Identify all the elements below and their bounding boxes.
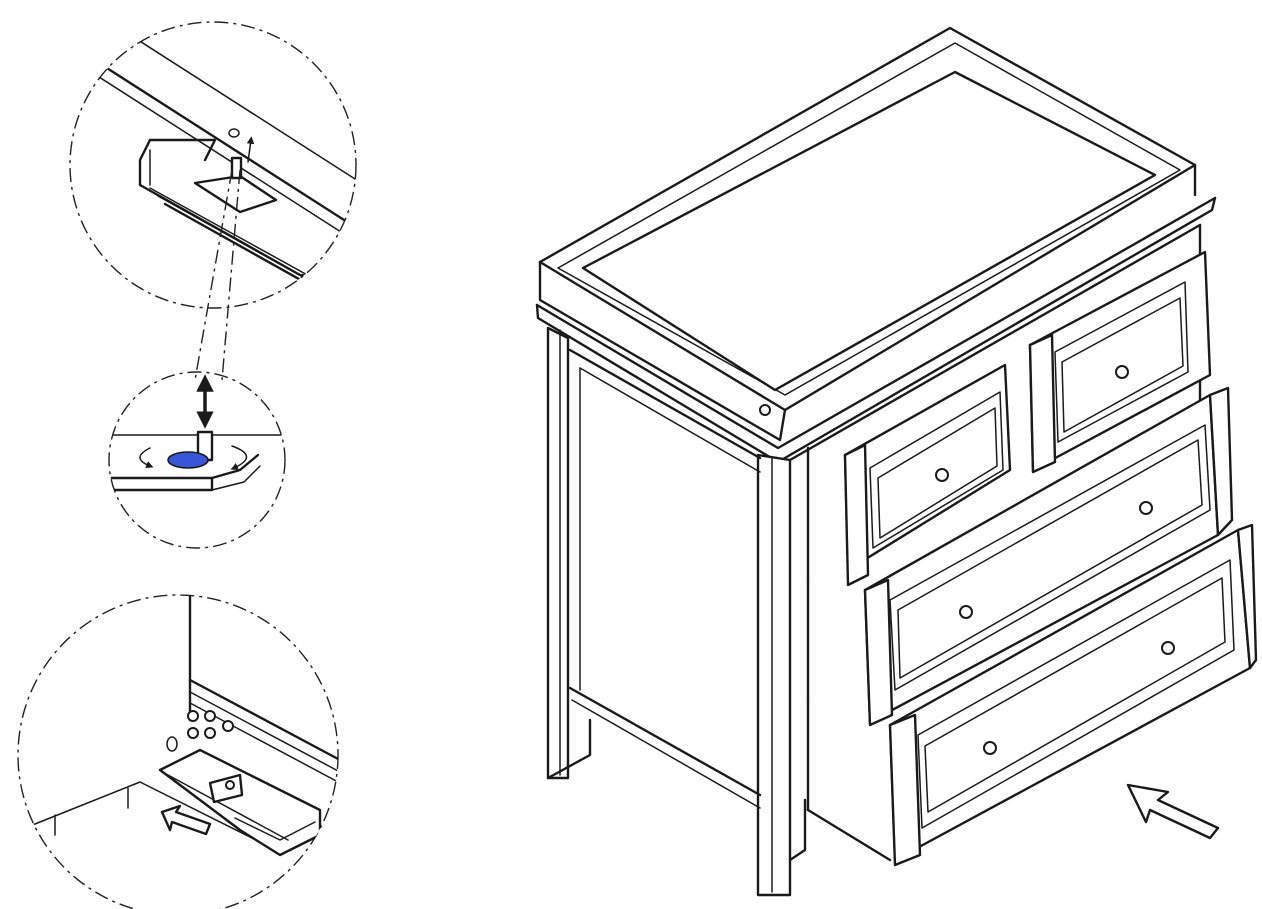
drawer-bottom bbox=[806, 523, 1258, 867]
dresser-illustration bbox=[535, 26, 1258, 897]
drawer-middle bbox=[863, 386, 1234, 727]
detail-circle-bottom bbox=[17, 594, 339, 909]
adjuster-nut bbox=[167, 451, 209, 469]
push-arrow-icon bbox=[160, 804, 212, 836]
detail-leader-lines bbox=[194, 169, 241, 381]
drawer-top-left bbox=[843, 363, 1012, 587]
side-panel bbox=[546, 326, 807, 897]
up-arrow-icon bbox=[246, 136, 255, 163]
rotate-arrow-icon bbox=[139, 447, 154, 469]
changing-tray bbox=[535, 26, 1217, 464]
detail-circle-middle bbox=[108, 371, 286, 549]
push-arrow-icon bbox=[1126, 783, 1220, 840]
drawer-top-right bbox=[1028, 250, 1212, 474]
detail-circle-top bbox=[69, 21, 357, 309]
